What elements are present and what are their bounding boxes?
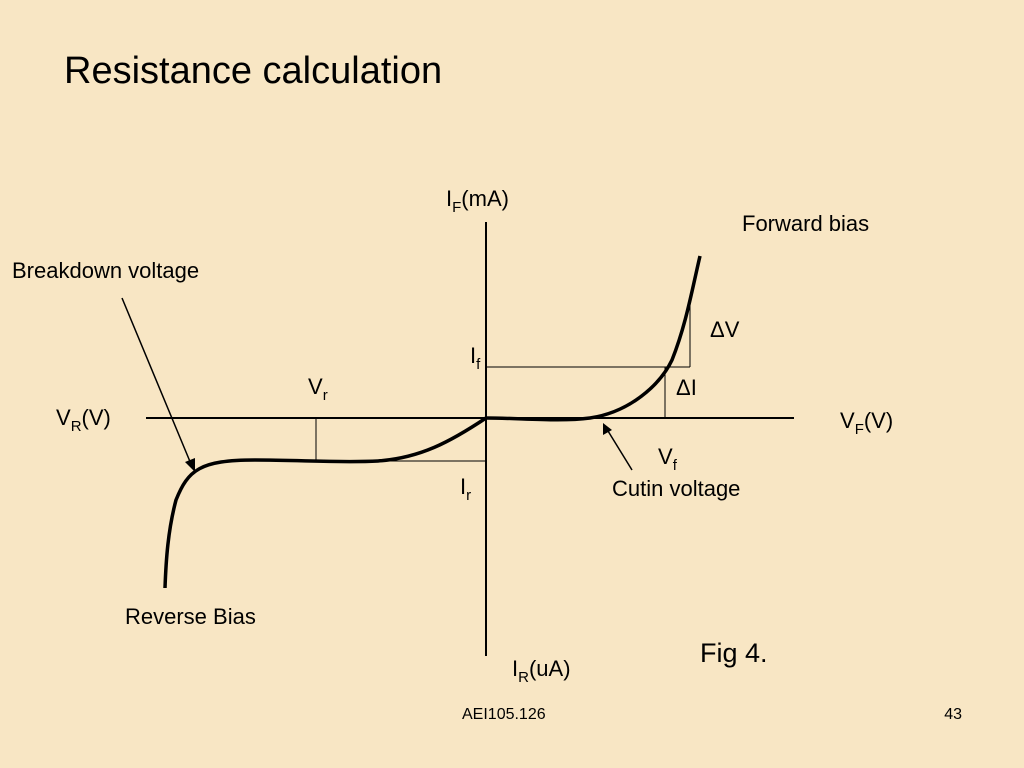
forward-bias-curve <box>485 255 702 422</box>
footer-course-code: AEI105.126 <box>462 706 546 723</box>
cutin-voltage-label: Cutin voltage <box>612 476 740 501</box>
y-axis-bottom-label: IR(uA) <box>512 656 571 686</box>
x-axis-left-label: VR(V) <box>56 405 111 435</box>
reverse-bias-label: Reverse Bias <box>125 604 256 629</box>
slide-title: Resistance calculation <box>64 50 443 92</box>
if-label: If <box>470 343 481 373</box>
breakdown-arrow <box>121 297 195 472</box>
delta-i-label: ΔI <box>676 375 697 400</box>
delta-v-label: ΔV <box>710 317 740 342</box>
vf-label: Vf <box>658 444 678 474</box>
reverse-bias-curve <box>163 416 487 589</box>
breakdown-voltage-label: Breakdown voltage <box>12 258 199 283</box>
forward-bias-label: Forward bias <box>742 211 869 236</box>
cutin-arrow <box>603 423 633 471</box>
ir-label: Ir <box>460 474 471 504</box>
figure-caption: Fig 4. <box>700 638 768 668</box>
y-axis-top-label: IF(mA) <box>446 186 509 216</box>
vr-label: Vr <box>308 374 328 404</box>
x-axis-right-label: VF(V) <box>840 408 893 438</box>
page-number: 43 <box>944 706 962 723</box>
